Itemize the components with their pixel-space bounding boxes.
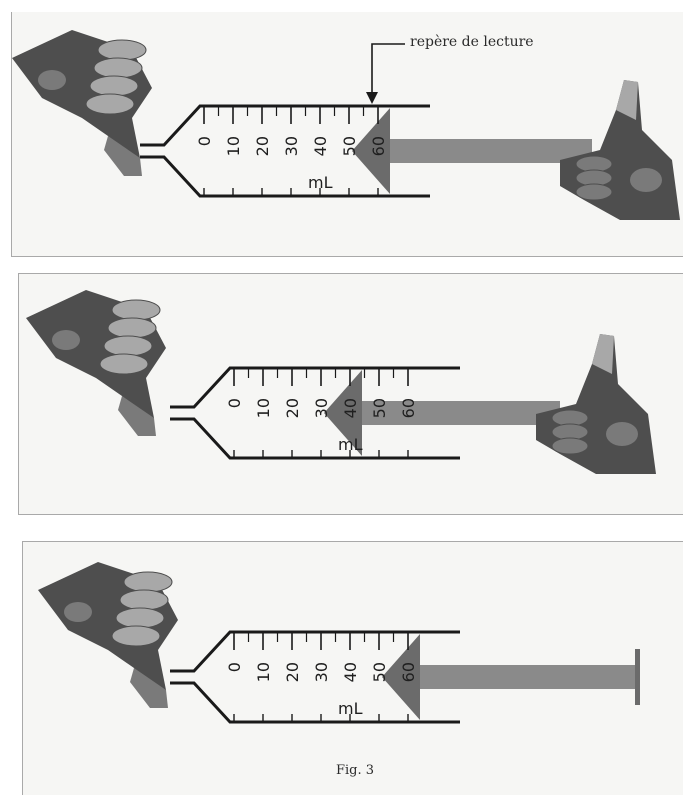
scale-label: 0 xyxy=(195,136,214,146)
right-hand-finger xyxy=(575,183,613,201)
scale-label: 60 xyxy=(369,136,388,156)
left-hand-finger xyxy=(97,39,147,61)
plunger-rod xyxy=(354,401,560,425)
reading-marker-label: repère de lecture xyxy=(410,34,534,50)
left-hand-finger xyxy=(85,93,135,115)
plunger-thumb-rest xyxy=(635,649,640,705)
left-hand-finger xyxy=(119,589,169,611)
scale-label: 30 xyxy=(312,398,331,418)
plunger-tip xyxy=(382,634,420,720)
barrel-top-line xyxy=(170,630,460,673)
scale-label: 10 xyxy=(224,136,243,156)
scale-label: 20 xyxy=(283,398,302,418)
syringe-3: 0 10 20 30 40 50 60 mL xyxy=(38,562,640,724)
reading-marker-arrow xyxy=(366,43,405,104)
plunger-rod xyxy=(412,665,635,689)
scale-label: 10 xyxy=(254,662,273,682)
left-hand xyxy=(26,290,166,436)
left-hand-finger xyxy=(107,317,157,339)
barrel-bottom-line xyxy=(170,417,460,460)
plunger-tip xyxy=(352,108,390,194)
scale-label: 60 xyxy=(399,662,418,682)
left-hand-shade xyxy=(38,70,66,90)
scale-label: 50 xyxy=(340,136,359,156)
unit-label: mL xyxy=(338,435,363,454)
syringe-2: 0 10 20 30 40 50 60 mL xyxy=(26,290,656,474)
scale-label: 50 xyxy=(370,662,389,682)
right-hand-thumb xyxy=(592,334,614,374)
scale-label: 20 xyxy=(283,662,302,682)
plunger-rod xyxy=(382,139,592,163)
right-hand-finger xyxy=(551,437,589,455)
left-hand-finger xyxy=(111,625,161,647)
barrel-top-line xyxy=(140,104,430,147)
left-hand-finger xyxy=(115,607,165,629)
left-hand-finger xyxy=(103,335,153,357)
right-hand-shade xyxy=(630,168,662,192)
scale-label: 30 xyxy=(282,136,301,156)
barrel-bottom-line xyxy=(140,155,430,198)
scale-label: 30 xyxy=(312,662,331,682)
left-hand-finger xyxy=(89,75,139,97)
scale-label: 50 xyxy=(370,398,389,418)
unit-label: mL xyxy=(338,699,363,718)
scale-label: 40 xyxy=(311,136,330,156)
left-hand-finger xyxy=(99,353,149,375)
scale-label: 60 xyxy=(399,398,418,418)
scale-label: 40 xyxy=(341,398,360,418)
left-hand-shade xyxy=(52,330,80,350)
right-hand xyxy=(536,334,656,474)
figure-caption: Fig. 3 xyxy=(336,763,375,778)
unit-label: mL xyxy=(308,173,333,192)
left-hand-finger xyxy=(93,57,143,79)
left-hand xyxy=(12,30,152,176)
left-hand xyxy=(38,562,178,708)
scale-label: 10 xyxy=(254,398,273,418)
scale-label: 40 xyxy=(341,662,360,682)
right-hand-shade xyxy=(606,422,638,446)
left-hand-thumb xyxy=(118,396,156,436)
syringe-1: 0 10 20 30 40 50 60 mL xyxy=(12,30,680,220)
plunger-tip xyxy=(324,370,362,456)
barrel-top-line xyxy=(170,366,460,409)
left-hand-finger xyxy=(111,299,161,321)
left-hand-thumb xyxy=(130,668,168,708)
scale-label: 0 xyxy=(225,662,244,672)
left-hand-shade xyxy=(64,602,92,622)
scale-label: 0 xyxy=(225,398,244,408)
barrel-bottom-line xyxy=(170,681,460,724)
right-hand-thumb xyxy=(616,80,638,120)
right-hand xyxy=(560,80,680,220)
left-hand-finger xyxy=(123,571,173,593)
scale-label: 20 xyxy=(253,136,272,156)
left-hand-thumb xyxy=(104,136,142,176)
